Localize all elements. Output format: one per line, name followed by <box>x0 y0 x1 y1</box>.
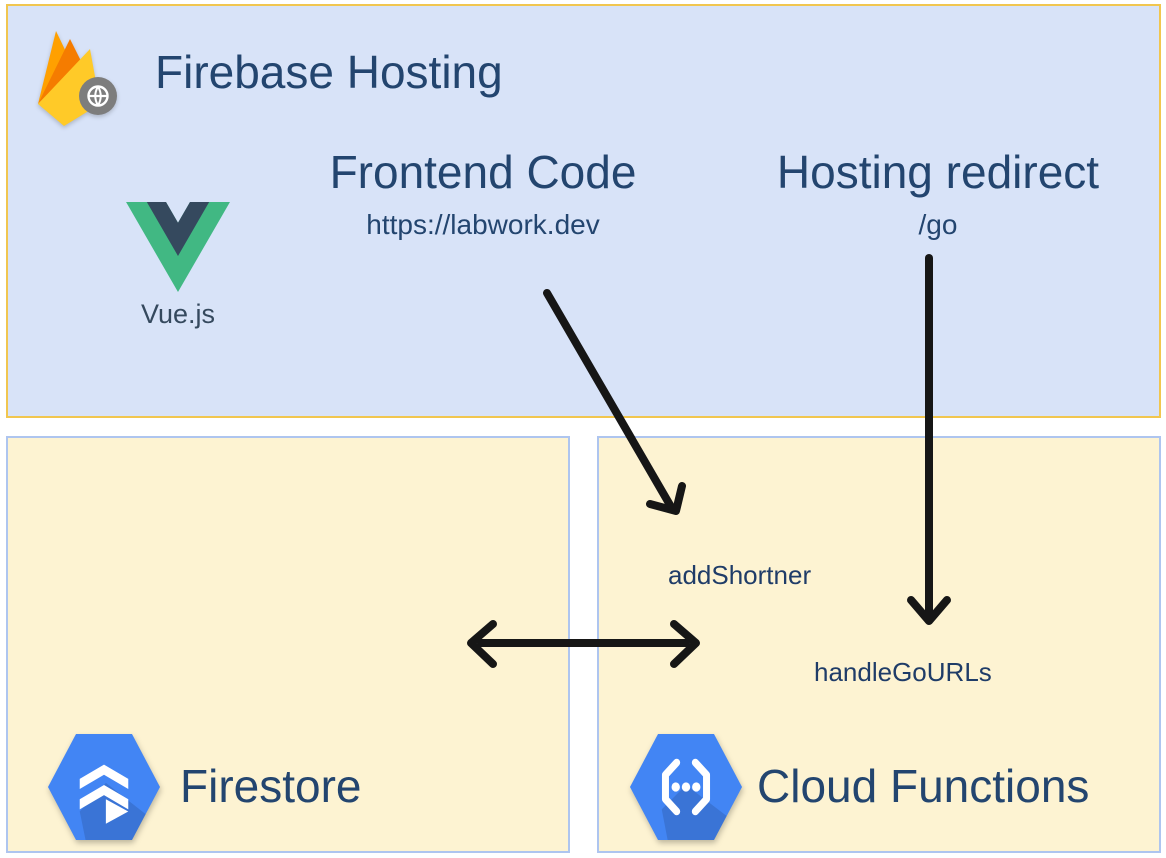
firestore-hexagon-icon <box>48 734 160 840</box>
hosting-redirect-path: /go <box>918 209 958 240</box>
vuejs-logo: Vue.js <box>116 202 240 330</box>
globe-badge-icon <box>79 77 117 115</box>
function-handlegourls: handleGoURLs <box>814 657 992 687</box>
frontend-code-label: Frontend Code <box>329 146 637 198</box>
firebase-hosting-icon <box>38 31 117 126</box>
cloud-functions-title: Cloud Functions <box>757 760 1090 812</box>
cloud-functions-hexagon-icon <box>630 734 742 840</box>
firestore-box: urls { linktitle, longurl, shortcode, us… <box>6 436 570 853</box>
firebase-hosting-box: Firebase Hosting Frontend Code https://l… <box>6 4 1161 418</box>
hosting-box-title: Firebase Hosting <box>155 46 503 98</box>
function-addshortner: addShortner <box>668 560 812 590</box>
frontend-url: https://labwork.dev <box>366 209 600 240</box>
firestore-title: Firestore <box>180 760 362 812</box>
vuejs-label: Vue.js <box>140 299 216 329</box>
hosting-redirect-label: Hosting redirect <box>776 146 1100 198</box>
vuejs-v-icon <box>126 202 230 292</box>
cloud-functions-box: addShortner handleGoURLs Cloud Functions <box>597 436 1161 853</box>
